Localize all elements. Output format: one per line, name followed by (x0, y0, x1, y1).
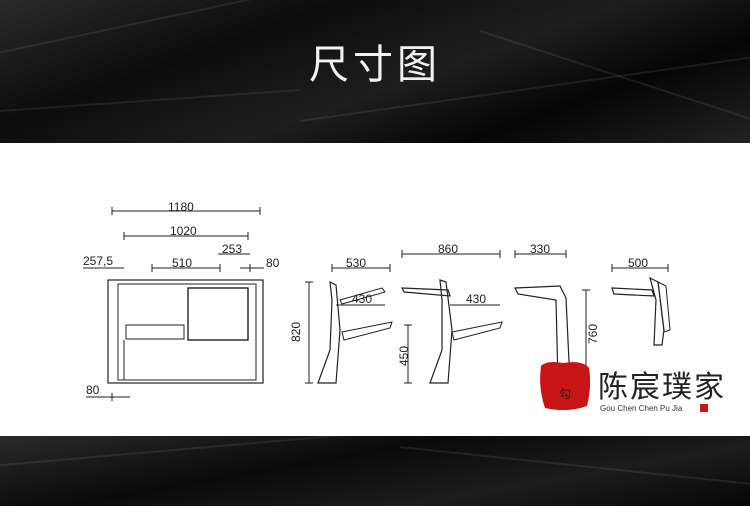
brand-red-square (700, 404, 708, 412)
dimension-drawing: 1180 1020 253 257,5 510 80 80 530 430 82… (83, 200, 671, 401)
dim-front-board-gap: 253 (222, 242, 242, 256)
dim-side2-top-depth: 860 (438, 242, 458, 256)
dimension-drawing-panel: 1180 1020 253 257,5 510 80 80 530 430 82… (0, 143, 750, 436)
dim-front-inner-width: 1020 (170, 224, 197, 238)
dim-front-total-width: 1180 (168, 200, 194, 214)
dim-front-left-offset: 257,5 (83, 254, 113, 268)
svg-text:勾: 勾 (559, 387, 571, 401)
dim-side3-top-depth: 330 (530, 242, 550, 256)
dim-front-right-margin: 80 (266, 256, 280, 270)
brand-chinese-name: 陈宸璞家 (598, 370, 726, 405)
dim-side2-board-depth: 430 (466, 292, 486, 306)
brand-english-name: Gou Chen Chen Pu Jia (600, 404, 683, 413)
dim-side1-board-depth: 430 (352, 292, 372, 306)
dim-side4-top-depth: 500 (628, 256, 648, 270)
dim-front-seat-width: 510 (172, 256, 192, 270)
footer-banner (0, 436, 750, 506)
page-title: 尺寸图 (309, 42, 441, 88)
dim-side3-height: 760 (586, 324, 600, 344)
dim-side1-top-depth: 530 (346, 256, 366, 270)
dim-side1-height: 820 (289, 322, 303, 342)
dim-side2-seat-height: 450 (397, 346, 411, 366)
header-banner: 尺寸图 (0, 0, 750, 143)
dim-front-bottom-margin: 80 (86, 383, 100, 397)
brand-seal-logo: 勾 (537, 358, 593, 414)
